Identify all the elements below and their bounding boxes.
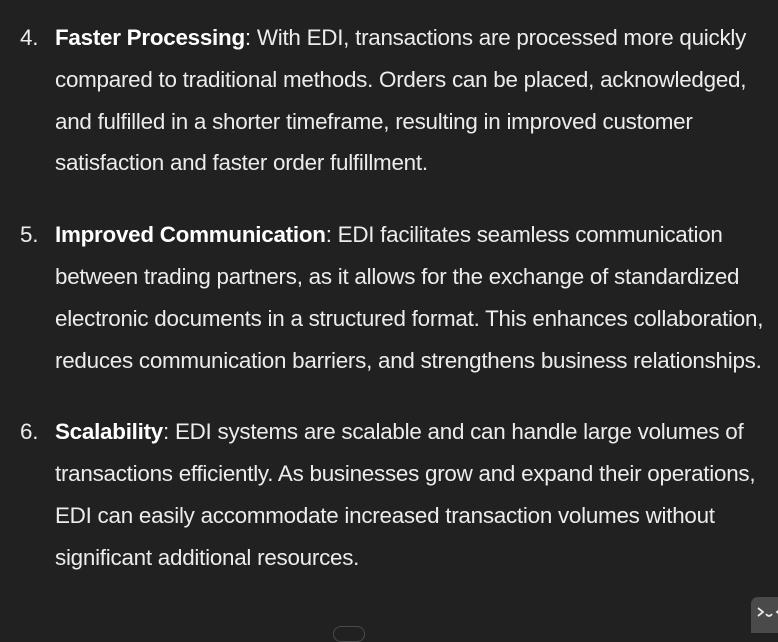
list-item-title: Scalability (55, 419, 164, 445)
list-item-body: : With EDI, transactions are processed m… (55, 25, 747, 176)
terminal-widget-button[interactable] (751, 597, 778, 633)
list-item-number: 4. (20, 25, 39, 50)
list-item-body: : EDI facilitates seamless communication… (55, 222, 764, 373)
list-item-title: Improved Communication (55, 222, 326, 248)
list-item-body: : EDI systems are scalable and can handl… (55, 419, 756, 570)
list-item-title: Faster Processing (55, 25, 245, 50)
scroll-down-button[interactable] (333, 626, 365, 642)
list-item-number: 6. (20, 419, 39, 445)
list-item-number: 5. (20, 222, 39, 248)
terminal-prompt-icon (757, 607, 778, 617)
message-content: 4. Faster Processing: With EDI, transact… (0, 17, 778, 609)
list-item: 4. Faster Processing: With EDI, transact… (0, 17, 778, 184)
list-item: 6. Scalability: EDI systems are scalable… (0, 411, 778, 578)
numbered-list: 4. Faster Processing: With EDI, transact… (0, 17, 778, 579)
list-item: 5. Improved Communication: EDI facilitat… (0, 214, 778, 381)
